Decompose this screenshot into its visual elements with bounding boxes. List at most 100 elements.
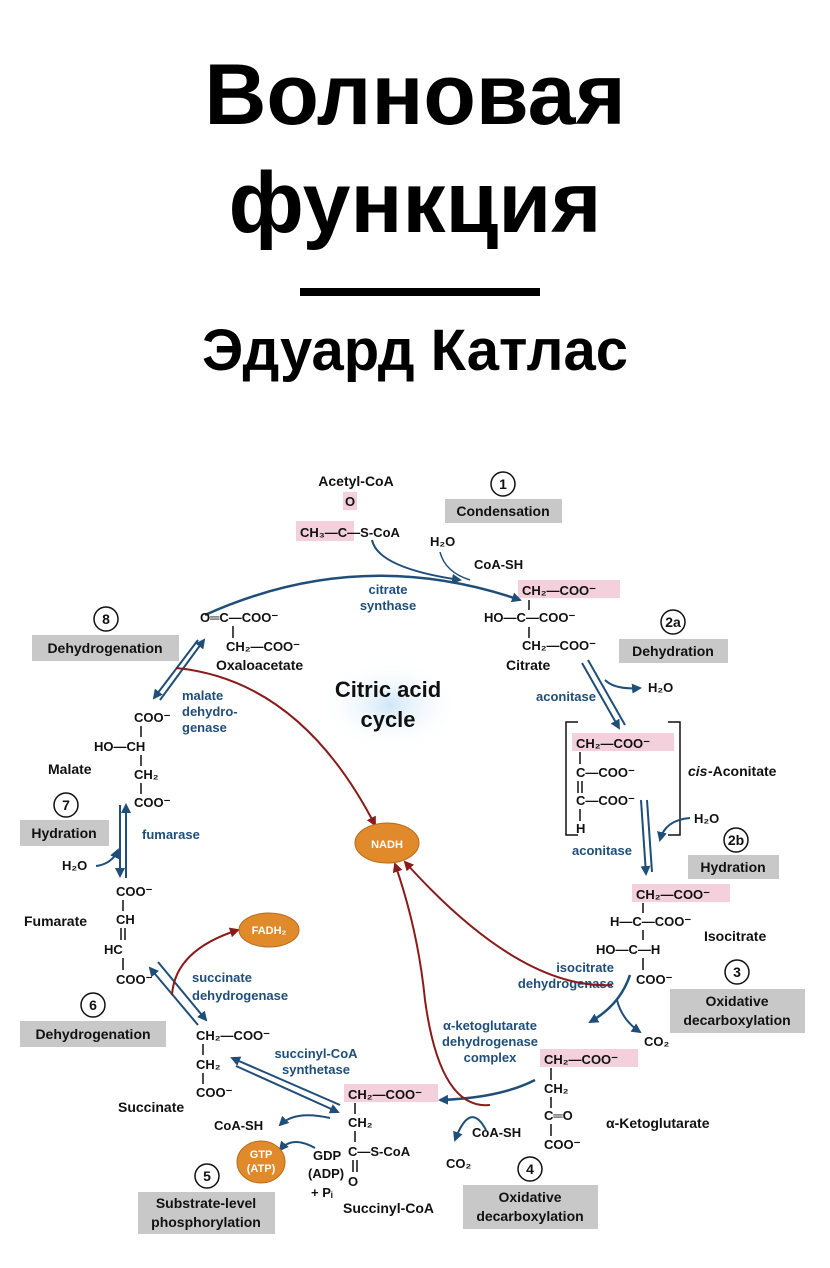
step-4-name-2: decarboxylation — [476, 1208, 583, 1224]
step-2a-box — [619, 639, 728, 663]
step-2b-number: 2b — [728, 832, 744, 848]
succinate-label: Succinate — [118, 1099, 184, 1115]
citrate-formula-1: CH₂—COO⁻ — [522, 583, 596, 598]
h2o-entry-arrow — [439, 551, 471, 581]
citrate-formula-3: CH₂—COO⁻ — [522, 638, 596, 653]
nadh-arrow-isocitrate — [403, 860, 613, 987]
step-7-number: 7 — [62, 797, 70, 813]
highlight-cis-aconitate — [572, 733, 674, 751]
h2o-dehydration: H₂O — [648, 680, 673, 695]
gdp-label: GDP — [313, 1148, 342, 1163]
step-6-number: 6 — [89, 997, 97, 1013]
akg-formula-1: CH₂—COO⁻ — [544, 1052, 618, 1067]
step-8-number: 8 — [102, 611, 110, 627]
fumarate-formula-2: CH — [116, 912, 135, 927]
aconitase-arrow-a1 — [587, 659, 626, 726]
nadh-label: NADH — [371, 839, 403, 851]
step-8-badge — [93, 606, 119, 632]
akg-label: α-Ketoglutarate — [606, 1115, 710, 1131]
fadh2-cofactor — [238, 912, 300, 948]
step-7-name: Hydration — [31, 825, 96, 841]
isocitrate-dh-label-1: isocitrate — [556, 960, 614, 975]
succinate-dh-label-1: succinate — [192, 970, 252, 985]
succinyl-coa-label: Succinyl-CoA — [343, 1200, 434, 1216]
succinyl-coa-formula-4: O — [348, 1174, 358, 1189]
step-4-name-1: Oxidative — [498, 1189, 561, 1205]
fumarate-formula-1: COO⁻ — [116, 884, 153, 899]
acetyl-coa-oxygen: O — [345, 494, 355, 509]
step-8-name: Dehydrogenation — [47, 640, 162, 656]
fumarate-formula-4: COO⁻ — [116, 972, 153, 987]
co2-out-arrow-2 — [453, 1116, 487, 1142]
nadh-cofactor — [354, 822, 420, 864]
highlight-citrate — [518, 580, 620, 598]
aconitase-arrow-b1 — [646, 799, 653, 873]
step-2a-number: 2a — [665, 614, 681, 630]
co2-step4: CO₂ — [446, 1156, 472, 1171]
acetyl-coa-label: Acetyl-CoA — [318, 473, 393, 489]
step-1-number: 1 — [499, 476, 507, 492]
title-divider — [300, 288, 540, 296]
highlight-succinyl-coa — [344, 1084, 438, 1102]
aconitase-arrow-b2 — [640, 799, 651, 876]
akg-dh-label-3: complex — [464, 1050, 518, 1065]
succinyl-coa-syn-label-2: synthetase — [282, 1062, 350, 1077]
step-6-box — [20, 1021, 166, 1047]
succinyl-coa-formula-2: CH₂ — [348, 1115, 373, 1130]
succinyl-coa-syn-label-1: succinyl-CoA — [274, 1046, 358, 1061]
fadh2-label: FADH₂ — [252, 925, 287, 937]
sco-synthetase-arrow-2 — [235, 1065, 340, 1114]
fumarate-label: Fumarate — [24, 913, 87, 929]
h2o-hydration-left: H₂O — [62, 858, 87, 873]
gtp-cofactor — [236, 1140, 286, 1184]
step-2a-badge — [660, 609, 686, 635]
highlight-akg — [540, 1049, 638, 1067]
cis-aconitate-formula-1: CH₂—COO⁻ — [576, 736, 650, 751]
h2o-hydration-right: H₂O — [694, 811, 719, 826]
step-3-badge — [724, 959, 750, 985]
malate-formula-4: COO⁻ — [134, 795, 171, 810]
akg-dh-label-1: α-ketoglutarate — [443, 1018, 537, 1033]
malate-dh-label-1: malate — [182, 688, 223, 703]
acetyl-coa-formula: CH₃—C—S-CoA — [300, 525, 401, 540]
isocitrate-formula-3: HO—C—H — [596, 942, 660, 957]
step-3-box — [670, 989, 805, 1033]
malate-formula-2: HO—CH — [94, 739, 145, 754]
succinyl-coa-formula-1: CH₂—COO⁻ — [348, 1087, 422, 1102]
oxaloacetate-label: Oxaloacetate — [216, 657, 303, 673]
cis-aconitate-prefix: cis — [688, 763, 708, 779]
nadh-arrow-akg — [392, 862, 491, 1107]
succinate-dh-label-2: dehydrogenase — [192, 988, 288, 1003]
isocitrate-formula-1: CH₂—COO⁻ — [636, 887, 710, 902]
akg-formula-2: CH₂ — [544, 1081, 569, 1096]
step-6-name: Dehydrogenation — [35, 1026, 150, 1042]
aconitase-label-a: aconitase — [536, 689, 596, 704]
citrate-synthase-arrow — [204, 574, 522, 617]
nadh-arrow-malate — [175, 667, 376, 827]
step-3-name-1: Oxidative — [705, 993, 768, 1009]
adp-label: (ADP) — [308, 1166, 344, 1181]
book-title-line-2: функция — [228, 155, 602, 251]
step-6-badge — [80, 992, 106, 1018]
fumarate-formula-3: HC — [104, 942, 123, 957]
highlight-isocitrate — [632, 884, 730, 902]
step-2b-badge — [723, 827, 749, 853]
malate-dh-arrow-1 — [159, 638, 206, 701]
step-2b-name: Hydration — [700, 859, 765, 875]
succinate-formula-2: CH₂ — [196, 1057, 221, 1072]
malate-dh-label-2: dehydro- — [182, 704, 238, 719]
book-author: Эдуард Катлас — [201, 318, 629, 383]
citrate-synthase-label-1: citrate — [368, 582, 407, 597]
step-1-box — [445, 499, 562, 523]
step-5-name-1: Substrate-level — [156, 1195, 256, 1211]
citrate-synthase-label-2: synthase — [360, 598, 416, 613]
step-2b-box — [688, 855, 779, 879]
aconitase-label-b: aconitase — [572, 843, 632, 858]
malate-label: Malate — [48, 761, 92, 777]
step-3-number: 3 — [733, 964, 741, 980]
step-5-number: 5 — [203, 1168, 211, 1184]
cis-aconitate-formula-3: C—COO⁻ — [576, 793, 635, 808]
water-in-arrow-left — [95, 848, 120, 867]
highlight-acetyl-o — [343, 492, 357, 510]
